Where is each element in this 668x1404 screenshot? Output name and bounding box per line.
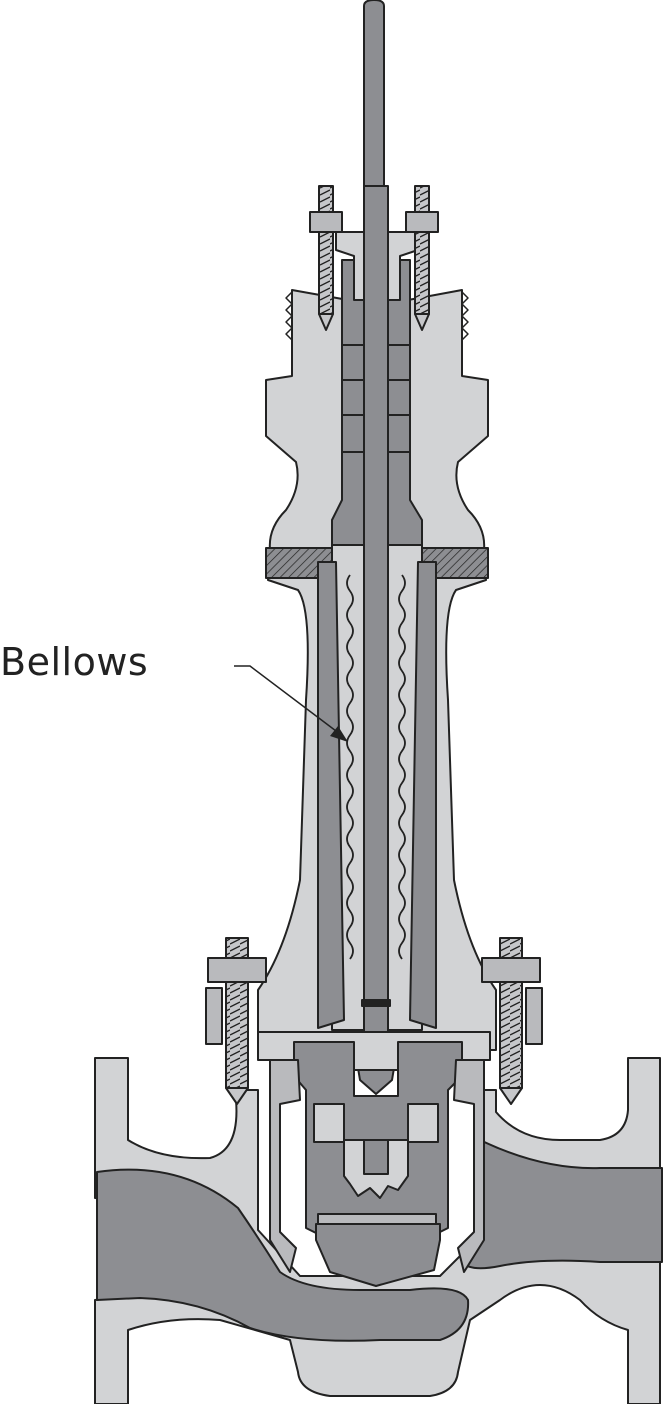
packing-stud-left-tip (318, 313, 334, 331)
plug-stem-insert (363, 1139, 389, 1175)
bellows-right (398, 574, 406, 960)
packing-nut-right (405, 211, 439, 233)
packing-nut-left (309, 211, 343, 233)
plug-body (315, 1223, 441, 1287)
bellows-leader-line (234, 665, 341, 735)
valve-stem (363, 0, 389, 1071)
flow-passage-left (96, 1168, 470, 1342)
bellows-leader-arrowhead (330, 726, 348, 742)
cage-outer-left (269, 1059, 301, 1273)
packing-stud-right (414, 185, 430, 315)
cage-window-left (313, 1103, 345, 1143)
bellows-label: Bellows (0, 640, 149, 684)
body-nut-left (207, 957, 267, 983)
stem-collar (361, 999, 391, 1007)
body-stud-left-tip (225, 1087, 249, 1105)
cage-window-right (407, 1103, 439, 1143)
packing-stud-left (318, 185, 334, 315)
body-stud-right-tip (499, 1087, 523, 1105)
plug-guide-ring (317, 1213, 437, 1225)
bonnet-thread-right (461, 291, 469, 341)
cage-outer-right (453, 1059, 485, 1273)
stem-tip (357, 1067, 395, 1095)
bellows-housing-left (317, 561, 345, 1029)
body-nut-right (481, 957, 541, 983)
body-nut-right-face (525, 987, 543, 1045)
bellows-left (346, 574, 354, 960)
flow-passage-right (461, 1137, 663, 1270)
body-nut-left-face (205, 987, 223, 1045)
bonnet-thread-left (285, 291, 293, 341)
packing-stud-right-tip (414, 313, 430, 331)
bellows-housing-right (409, 561, 437, 1029)
